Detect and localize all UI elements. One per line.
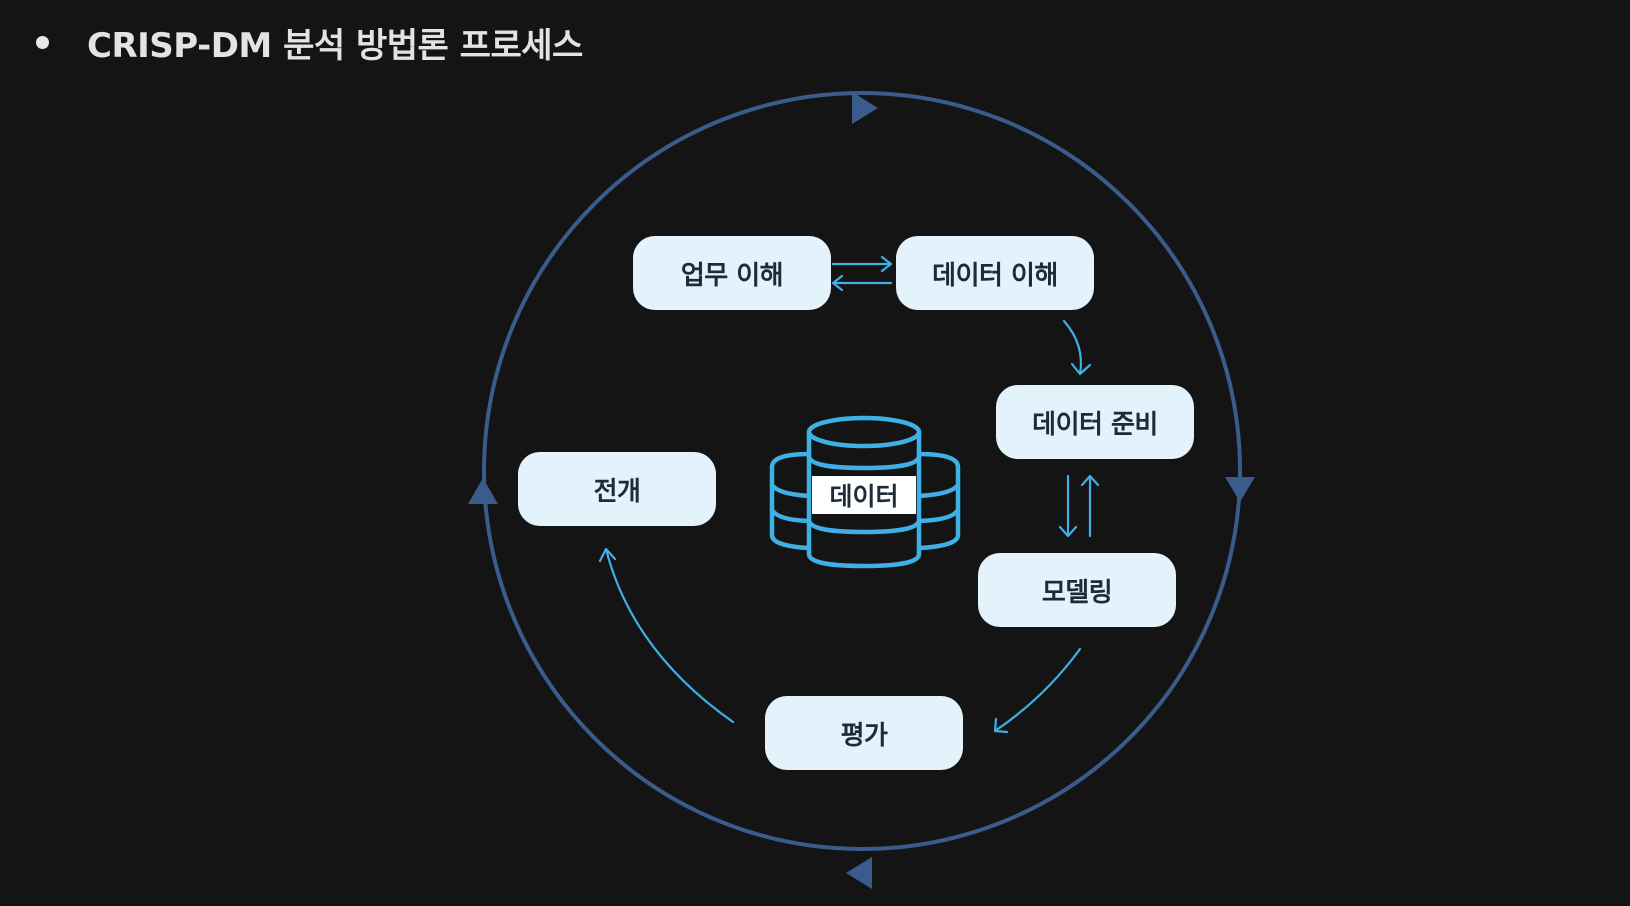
bullet-icon (36, 35, 49, 49)
step-label: 데이터 준비 (1032, 409, 1158, 440)
step-label: 데이터 이해 (932, 260, 1058, 291)
arrow-data-understanding-to-preparation (1062, 319, 1092, 376)
arrow-modeling-to-evaluation (993, 647, 1082, 734)
step-label: 모델링 (1041, 577, 1113, 608)
outer-cycle-arrow-left (468, 478, 498, 504)
arrow-business-to-data-understanding (831, 255, 893, 273)
outer-cycle-arrow-top (852, 92, 878, 124)
outer-cycle-arrow-right (1225, 477, 1255, 502)
slide-title-row: CRISP-DM 분석 방법론 프로세스 (36, 18, 583, 66)
arrow-evaluation-to-deployment (598, 547, 735, 724)
arrow-data-understanding-to-business (831, 274, 893, 292)
database-icon (769, 415, 961, 569)
step-data-understanding: 데이터 이해 (896, 236, 1094, 310)
step-modeling: 모델링 (978, 553, 1176, 627)
slide-title: CRISP-DM 분석 방법론 프로세스 (87, 25, 583, 66)
arrow-preparation-to-modeling (1058, 474, 1078, 538)
step-label: 전개 (593, 476, 641, 507)
database-label-box: 데이터 (812, 476, 916, 514)
step-label: 평가 (840, 720, 888, 751)
step-data-preparation: 데이터 준비 (996, 385, 1194, 459)
step-business-understanding: 업무 이해 (633, 236, 831, 310)
step-evaluation: 평가 (765, 696, 963, 770)
outer-cycle-ring (482, 91, 1242, 851)
arrow-modeling-to-preparation (1080, 474, 1100, 538)
database-label: 데이터 (829, 482, 899, 511)
outer-cycle-arrow-bottom (846, 857, 872, 889)
step-deployment: 전개 (518, 452, 716, 526)
step-label: 업무 이해 (680, 260, 784, 291)
